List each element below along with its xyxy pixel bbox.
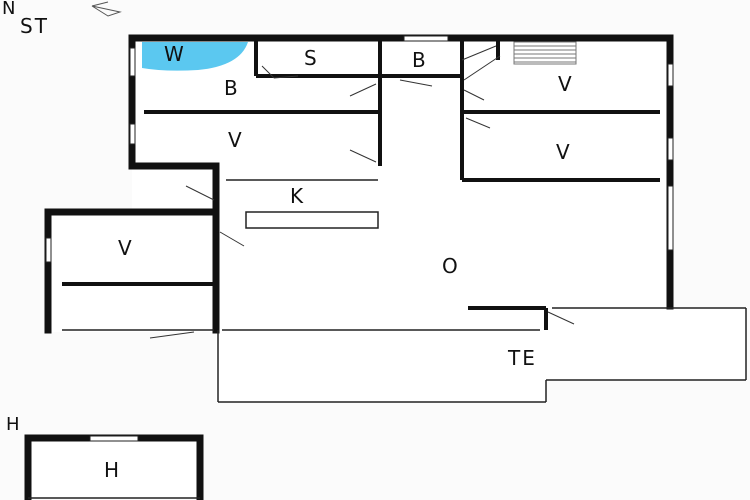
- room-bath-left-label: B: [224, 76, 240, 100]
- room-shower-label: S: [304, 46, 319, 70]
- room-kitchen-label: K: [290, 184, 306, 208]
- room-bedroom-top-right-label: V: [558, 72, 574, 96]
- annex-marker-label: H: [6, 414, 22, 435]
- north-arrow-icon: [91, 1, 122, 17]
- north-label: N: [2, 0, 18, 19]
- annex-room-label: H: [104, 458, 122, 482]
- room-bath-center-label: B: [412, 48, 428, 72]
- room-wellness-label: W: [164, 42, 186, 66]
- room-bedroom-top-left-label: V: [228, 128, 244, 152]
- room-living-label: O: [442, 254, 460, 278]
- floor-areas: [28, 38, 746, 498]
- room-bedroom-left-label: V: [118, 236, 134, 260]
- windows: [45, 35, 674, 442]
- door-swings: [149, 45, 575, 339]
- room-terrace-label: TE: [508, 346, 537, 370]
- wellness-area: [142, 42, 248, 71]
- interior-walls: [62, 40, 660, 330]
- room-bedroom-mid-right-label: V: [556, 140, 572, 164]
- thin-outlines: [28, 179, 747, 499]
- street-label: ST: [20, 14, 49, 38]
- stairs: [513, 41, 577, 65]
